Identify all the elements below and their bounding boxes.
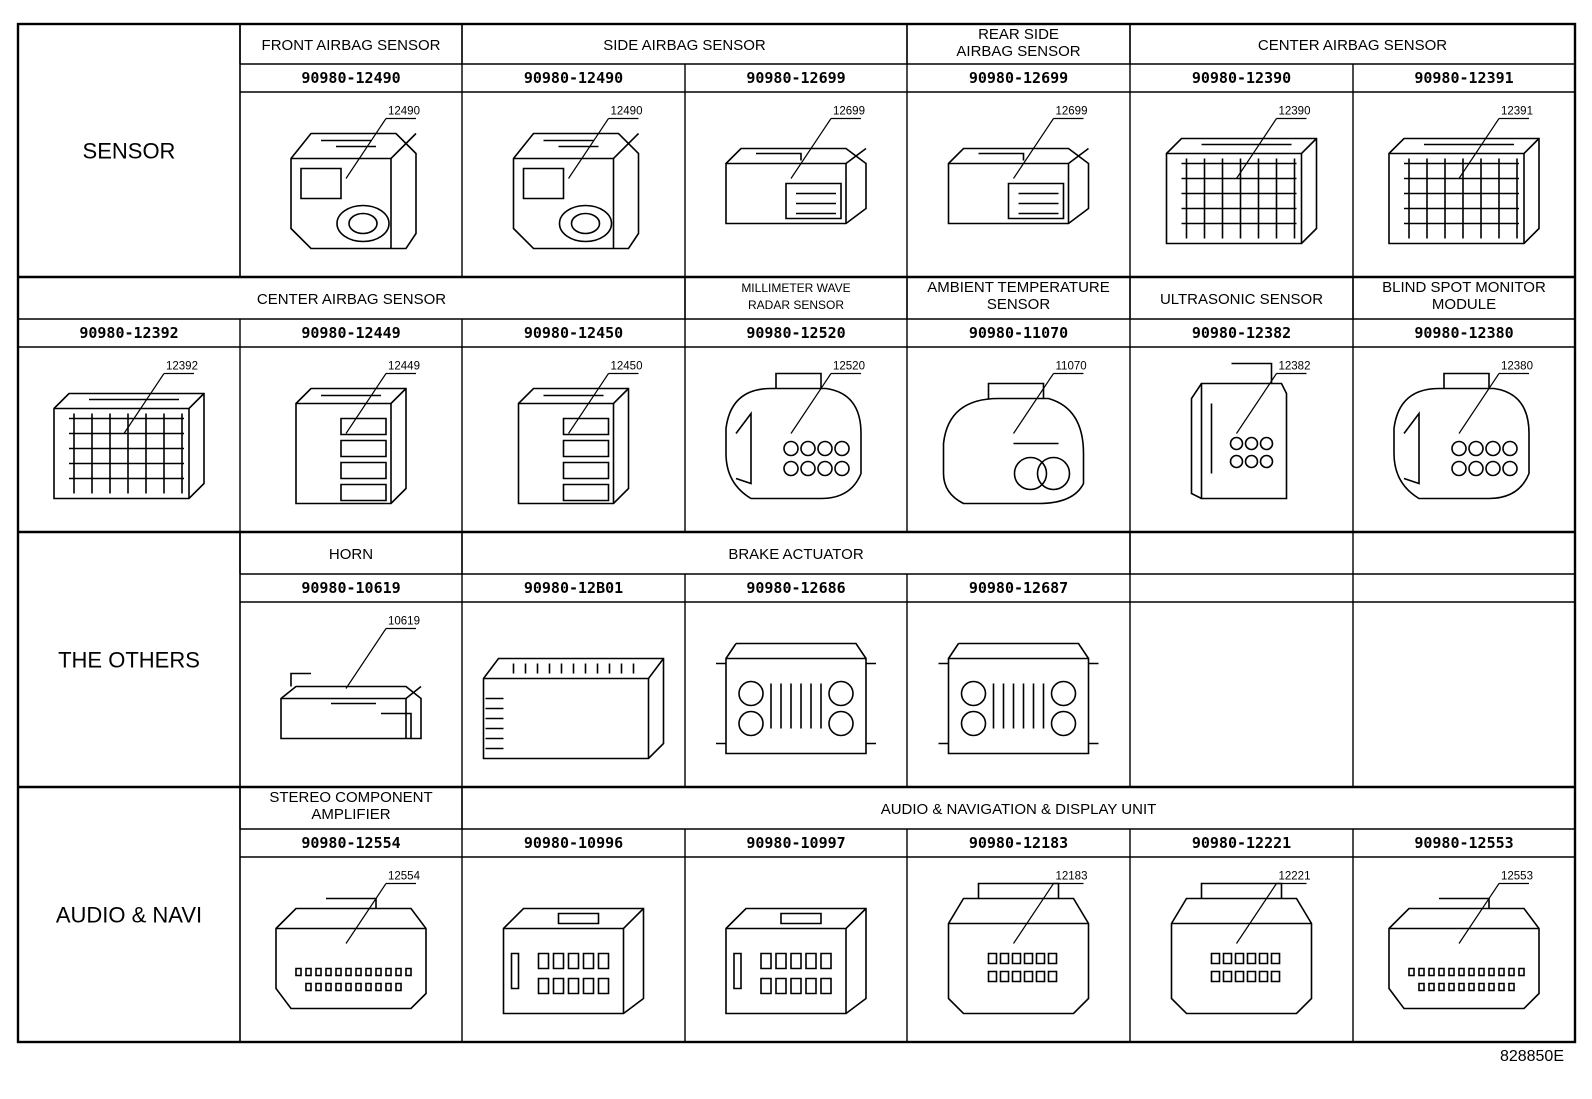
section-header: HORN	[329, 546, 373, 563]
callout-label: 12390	[1279, 106, 1311, 118]
group-label-audio: AUDIO & NAVI	[56, 903, 202, 928]
connector-ambient-icon: 11070	[942, 361, 1087, 505]
section-header: BRAKE ACTUATOR	[728, 546, 863, 563]
part-number: 90980-12382	[1192, 324, 1291, 342]
callout-label: 12520	[833, 361, 865, 373]
part-number: 90980-12699	[969, 69, 1068, 87]
callout-label: 12450	[611, 361, 643, 373]
connector-block-icon: 12392	[53, 361, 205, 500]
connector-disp-icon: 12221	[1170, 871, 1313, 1015]
part-number: 90980-12221	[1192, 834, 1291, 852]
connector-disp-icon: 12183	[947, 871, 1090, 1015]
connector-cube-icon: 12449	[295, 361, 420, 505]
connector-block-icon: 12390	[1165, 106, 1318, 245]
part-number: 90980-12391	[1414, 69, 1513, 87]
connector-nav-icon	[725, 907, 867, 1015]
part-number: 90980-10619	[301, 579, 400, 597]
part-number: 90980-12183	[969, 834, 1068, 852]
group-label-others: THE OTHERS	[58, 648, 200, 673]
connector-ultra-icon: 12382	[1190, 361, 1311, 500]
section-header: ULTRASONIC SENSOR	[1160, 291, 1323, 308]
connector-airbag-icon: 12490	[290, 106, 420, 250]
connector-nav-icon	[502, 907, 645, 1015]
callout-label: 12699	[833, 106, 865, 118]
part-number: 90980-12449	[301, 324, 400, 342]
part-number: 90980-12687	[969, 579, 1068, 597]
callout-label: 12490	[388, 106, 420, 118]
part-number: 90980-12B01	[524, 579, 623, 597]
part-number: 90980-12699	[746, 69, 845, 87]
connector-cube-icon: 12450	[517, 361, 643, 505]
callout-label: 12380	[1501, 361, 1533, 373]
callout-label: 12553	[1501, 871, 1533, 883]
part-number: 90980-12380	[1414, 324, 1513, 342]
part-number: 90980-12390	[1192, 69, 1291, 87]
part-number: 90980-12392	[79, 324, 178, 342]
callout-label: 12449	[388, 361, 420, 373]
callout-label: 10619	[388, 616, 420, 628]
connector-block-icon: 12391	[1388, 106, 1540, 245]
part-number: 90980-12686	[746, 579, 845, 597]
connector-audio-icon: 12553	[1388, 871, 1540, 1010]
part-number: 90980-12490	[301, 69, 400, 87]
callout-label: 12490	[611, 106, 643, 118]
connector-brake-icon	[716, 642, 876, 755]
connector-audio-icon: 12554	[275, 871, 427, 1010]
part-number: 90980-10997	[746, 834, 845, 852]
connector-long-icon	[482, 657, 665, 760]
connector-airbag-icon: 12490	[512, 106, 643, 250]
part-number: 90980-11070	[969, 324, 1068, 342]
connector-horn-icon: 10619	[280, 616, 422, 740]
connector-round-icon: 12520	[725, 361, 865, 500]
section-header: CENTER AIRBAG SENSOR	[257, 291, 446, 308]
part-number: 90980-12554	[301, 834, 400, 852]
callout-label: 11070	[1056, 361, 1087, 373]
reference-code: 828850E	[1499, 1048, 1564, 1065]
part-number: 90980-12553	[1414, 834, 1513, 852]
connector-brake-icon	[938, 642, 1099, 755]
section-header: FRONT AIRBAG SENSOR	[262, 37, 441, 54]
connector-slim-icon: 12699	[725, 106, 867, 225]
callout-label: 12699	[1056, 106, 1088, 118]
part-number: 90980-12520	[746, 324, 845, 342]
callout-label: 12391	[1501, 106, 1533, 118]
part-number: 90980-10996	[524, 834, 623, 852]
callout-label: 12183	[1056, 871, 1088, 883]
callout-label: 12382	[1279, 361, 1311, 373]
section-header: AUDIO & NAVIGATION & DISPLAY UNIT	[881, 801, 1157, 818]
section-header: CENTER AIRBAG SENSOR	[1258, 37, 1447, 54]
callout-label: 12392	[166, 361, 198, 373]
callout-label: 12554	[388, 871, 421, 883]
part-number: 90980-12490	[524, 69, 623, 87]
section-header: SIDE AIRBAG SENSOR	[603, 37, 766, 54]
connector-round-icon: 12380	[1393, 361, 1533, 500]
group-label-sensor: SENSOR	[83, 139, 176, 164]
part-number: 90980-12450	[524, 324, 623, 342]
callout-label: 12221	[1279, 871, 1311, 883]
connector-slim-icon: 12699	[947, 106, 1090, 225]
